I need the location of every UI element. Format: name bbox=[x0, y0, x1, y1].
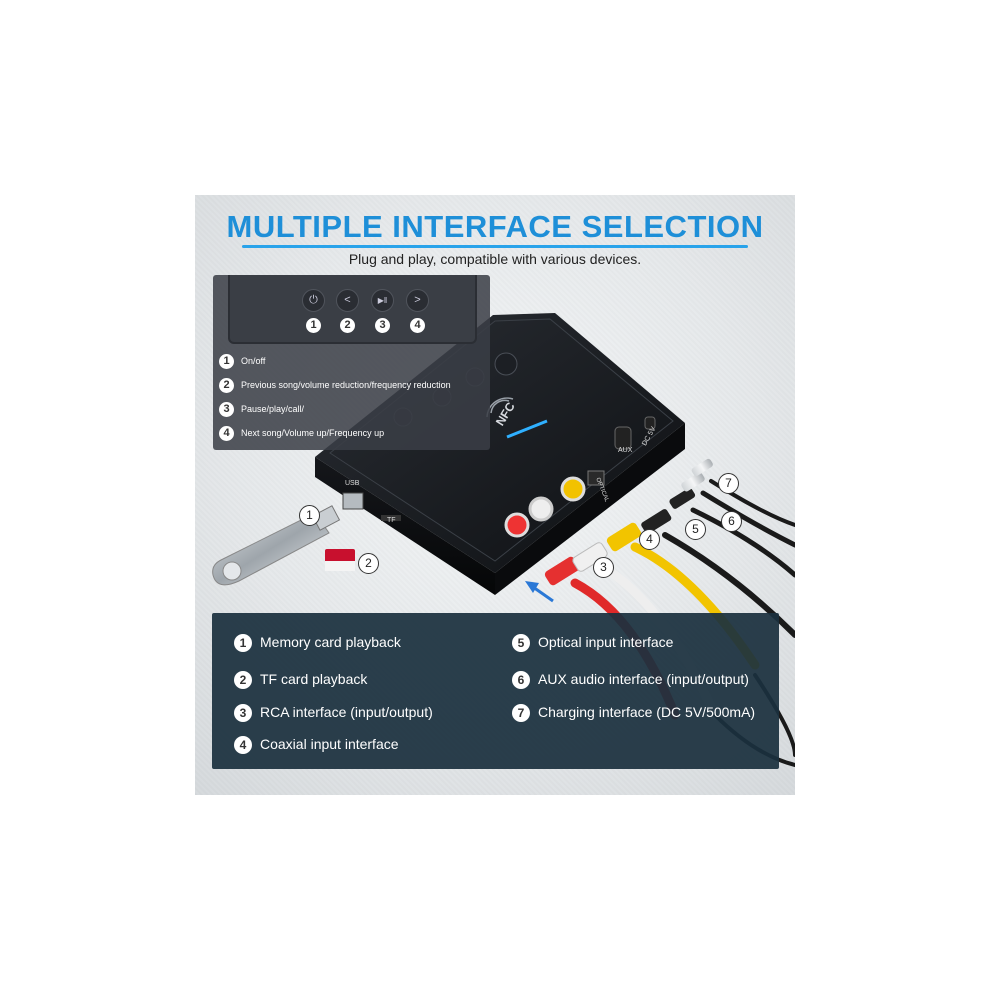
product-infographic: NFC USB TF AUX DC 5V OPTICAL MULTIPLE IN… bbox=[195, 195, 795, 795]
legend-number: 4 bbox=[234, 736, 252, 754]
previous-icon: < bbox=[336, 289, 359, 312]
callout-optical: 5 bbox=[685, 519, 706, 540]
control-label: Next song/Volume up/Frequency up bbox=[241, 428, 385, 438]
legend-label: AUX audio interface (input/output) bbox=[538, 671, 749, 687]
insert-arrow-icon bbox=[525, 581, 554, 603]
usb-port bbox=[342, 492, 364, 510]
legend-label: TF card playback bbox=[260, 671, 368, 687]
power-icon: ⏻ bbox=[302, 289, 325, 312]
control-number: 1 bbox=[219, 354, 234, 369]
control-number: 4 bbox=[219, 426, 234, 441]
device-power-button bbox=[494, 352, 518, 376]
legend-label: Coaxial input interface bbox=[260, 736, 399, 752]
rca-port-red bbox=[504, 512, 530, 538]
legend-number: 2 bbox=[234, 671, 252, 689]
tf-slot bbox=[381, 515, 401, 521]
tf-slot-label: TF bbox=[387, 517, 396, 524]
optical-port bbox=[587, 470, 605, 486]
usb-port-label: USB bbox=[345, 480, 360, 487]
callout-aux: 6 bbox=[721, 511, 742, 532]
controls-panel: ⏻ < ▶‖ > 1 2 3 4 1 On/off 2 Previous son… bbox=[213, 275, 490, 450]
callout-dc: 7 bbox=[718, 473, 739, 494]
legend-number: 5 bbox=[512, 634, 530, 652]
dc-port bbox=[644, 416, 656, 430]
button-number: 2 bbox=[340, 318, 355, 333]
legend-number: 3 bbox=[234, 704, 252, 722]
legend-label: Memory card playback bbox=[260, 634, 401, 650]
button-number: 1 bbox=[306, 318, 321, 333]
title-underline bbox=[242, 245, 748, 248]
page-title: MULTIPLE INTERFACE SELECTION bbox=[226, 209, 764, 244]
next-icon: > bbox=[406, 289, 429, 312]
control-label: On/off bbox=[241, 356, 266, 366]
callout-coaxial: 4 bbox=[639, 529, 660, 550]
callout-tf: 2 bbox=[358, 553, 379, 574]
play-pause-icon: ▶‖ bbox=[371, 289, 394, 312]
callout-usb: 1 bbox=[299, 505, 320, 526]
tf-card bbox=[325, 549, 355, 571]
interface-legend-panel: 1 Memory card playback 2 TF card playbac… bbox=[212, 613, 779, 769]
control-number: 3 bbox=[219, 402, 234, 417]
rca-plugs bbox=[544, 458, 713, 586]
status-led bbox=[506, 419, 548, 439]
legend-number: 1 bbox=[234, 634, 252, 652]
button-number: 4 bbox=[410, 318, 425, 333]
aux-port bbox=[614, 426, 632, 450]
aux-port-label: AUX bbox=[618, 447, 633, 454]
rca-port-white bbox=[528, 496, 554, 522]
callout-rca: 3 bbox=[593, 557, 614, 578]
legend-label: RCA interface (input/output) bbox=[260, 704, 433, 720]
legend-number: 7 bbox=[512, 704, 530, 722]
legend-number: 6 bbox=[512, 671, 530, 689]
page-subtitle: Plug and play, compatible with various d… bbox=[348, 251, 642, 267]
button-closeup: ⏻ < ▶‖ > 1 2 3 4 bbox=[228, 275, 477, 344]
button-number: 3 bbox=[375, 318, 390, 333]
control-number: 2 bbox=[219, 378, 234, 393]
control-label: Pause/play/call/ bbox=[241, 404, 305, 414]
usb-flash-drive bbox=[212, 505, 341, 586]
legend-label: Optical input interface bbox=[538, 634, 674, 650]
legend-label: Charging interface (DC 5V/500mA) bbox=[538, 704, 756, 720]
control-label: Previous song/volume reduction/frequency… bbox=[241, 380, 451, 390]
coaxial-port bbox=[560, 476, 586, 502]
